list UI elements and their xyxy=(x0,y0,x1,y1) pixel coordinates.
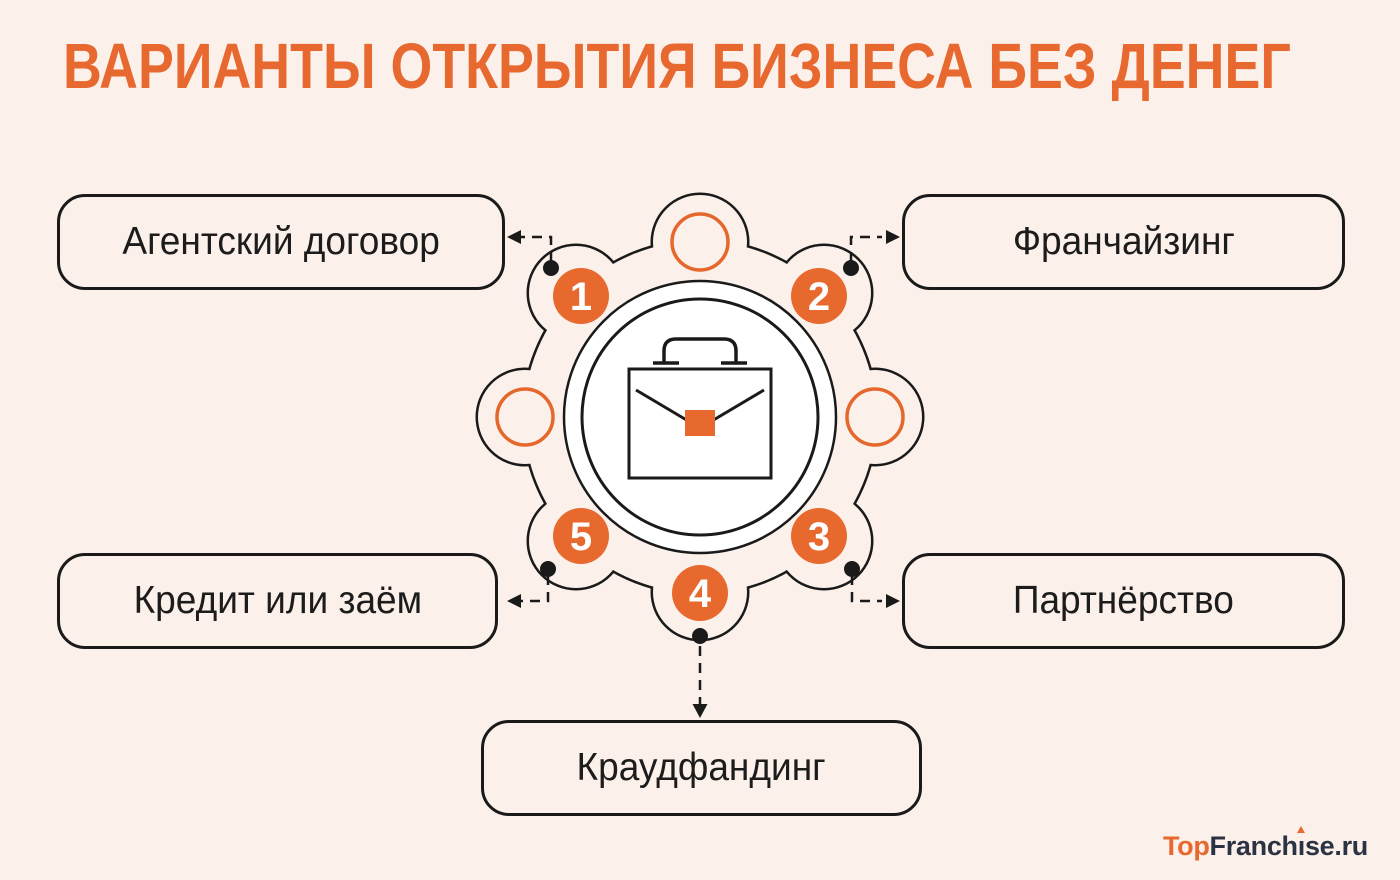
logo-part-franch: Franch xyxy=(1209,831,1299,861)
connector-arrow-5 xyxy=(507,575,550,608)
briefcase-clasp xyxy=(685,410,715,436)
svg-text:4: 4 xyxy=(689,572,712,616)
connector-arrow-2 xyxy=(849,230,900,262)
option-badge-3: 3 xyxy=(791,508,847,564)
option-badge-5: 5 xyxy=(553,508,609,564)
page-title: ВАРИАНТЫ ОТКРЫТИЯ БИЗНЕСА БЕЗ ДЕНЕГ xyxy=(63,30,1291,102)
logo-part-rest: se.ru xyxy=(1304,831,1368,861)
option-badge-4: 4 xyxy=(672,565,728,621)
connector-dot-5 xyxy=(540,561,556,577)
option-box-franchising: Франчайзинг xyxy=(902,194,1345,290)
briefcase-icon xyxy=(627,337,773,480)
option-label: Краудфандинг xyxy=(576,746,827,789)
option-box-partnership: Партнёрство xyxy=(902,553,1345,649)
svg-text:3: 3 xyxy=(808,515,830,559)
option-box-crowdfunding: Краудфандинг xyxy=(481,720,922,816)
option-label: Франчайзинг xyxy=(1012,220,1235,263)
option-label: Кредит или заём xyxy=(133,579,422,622)
option-box-agency-contract: Агентский договор xyxy=(57,194,505,290)
gear-hole-top xyxy=(670,212,730,272)
connector-dot-4 xyxy=(692,628,708,644)
logo-part-i: ı xyxy=(1297,826,1306,862)
connector-arrow-3 xyxy=(850,575,900,608)
option-badge-2: 2 xyxy=(791,268,847,324)
option-badge-1: 1 xyxy=(553,268,609,324)
connector-dot-2 xyxy=(843,260,859,276)
option-box-credit-or-loan: Кредит или заём xyxy=(57,553,498,649)
gear-hole-left xyxy=(495,387,555,447)
connector-arrow-1 xyxy=(507,230,553,262)
connector-dot-1 xyxy=(543,260,559,276)
logo-i-arrow-icon xyxy=(1297,826,1306,833)
option-label: Агентский договор xyxy=(122,220,440,263)
logo-part-top: Top xyxy=(1162,831,1210,861)
svg-text:5: 5 xyxy=(570,515,592,559)
connector-arrow-4 xyxy=(692,646,708,718)
connector-dot-3 xyxy=(844,561,860,577)
svg-text:2: 2 xyxy=(808,275,830,319)
gear-hole-right xyxy=(845,387,905,447)
option-label: Партнёрство xyxy=(1012,579,1235,622)
svg-text:1: 1 xyxy=(570,275,592,319)
